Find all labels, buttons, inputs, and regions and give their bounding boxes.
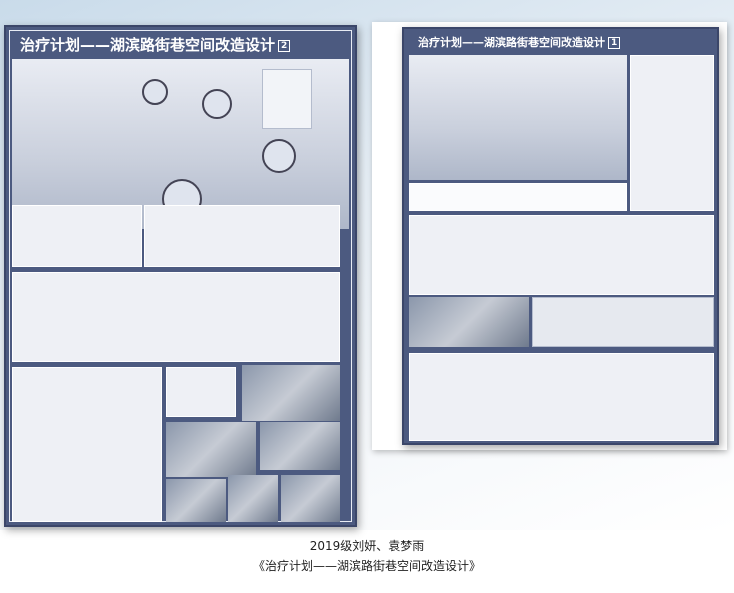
poster-number: 1 [608, 37, 621, 49]
detail-callout [142, 79, 168, 105]
detail-callout [262, 139, 296, 173]
poster-title-text: 治疗计划——湖滨路街巷空间改造设计 [418, 36, 605, 49]
analysis-panel [144, 205, 340, 267]
caption-authors: 2019级刘妍、袁梦雨 [309, 539, 425, 553]
site-plan [409, 55, 627, 180]
poster-title-text: 治疗计划——湖滨路街巷空间改造设计 [20, 36, 276, 54]
strategy-panel [409, 353, 714, 441]
analysis-panel [409, 215, 714, 295]
massing-model [532, 297, 714, 347]
rendering [166, 422, 256, 477]
building [262, 69, 312, 129]
text-panel [409, 183, 627, 211]
rendering [260, 422, 340, 470]
detail-callout [202, 89, 232, 119]
rendering [409, 297, 529, 347]
analysis-panel [630, 55, 714, 211]
analysis-panel [12, 205, 142, 267]
rendering [228, 475, 278, 522]
rendering [281, 475, 340, 522]
analysis-panel [166, 367, 236, 417]
poster-number: 2 [278, 39, 291, 52]
rendering [242, 365, 340, 421]
caption-title: 《治疗计划——湖滨路街巷空间改造设计》 [252, 559, 481, 573]
aerial-illustration [12, 59, 349, 229]
analysis-panel [12, 367, 162, 522]
analysis-panel [12, 272, 340, 362]
rendering [166, 479, 226, 522]
